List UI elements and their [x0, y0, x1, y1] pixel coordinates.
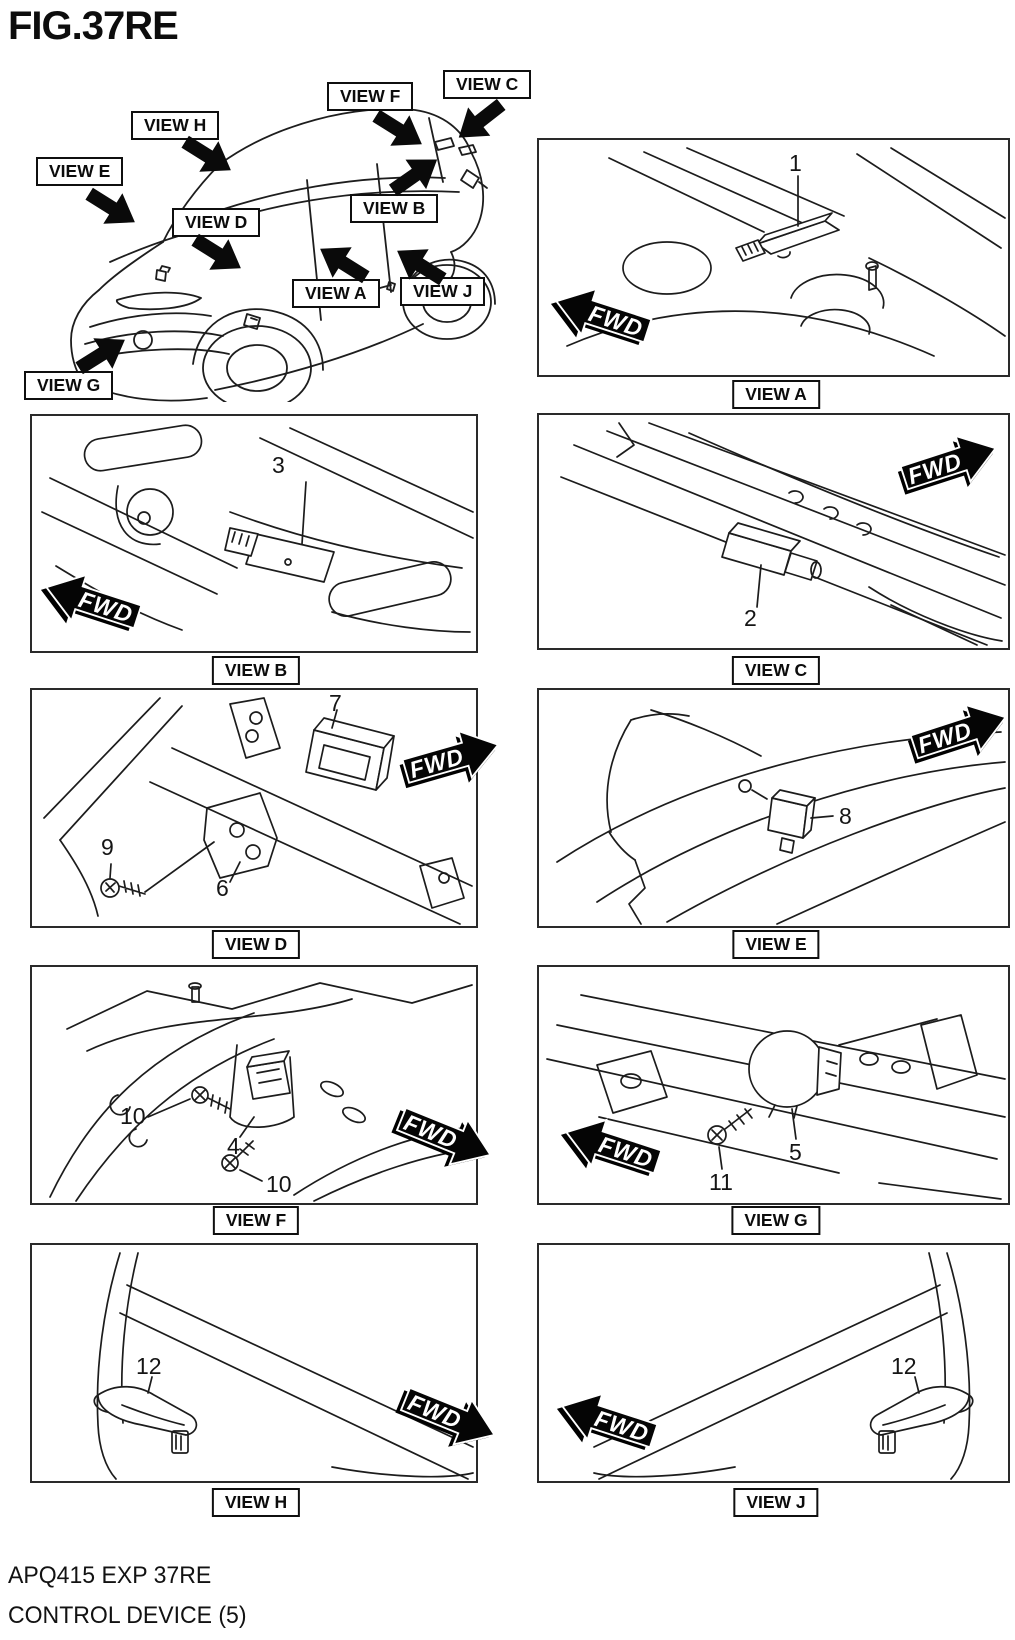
sensor-part-1 — [735, 175, 840, 262]
panel-view-c: 2 FWD — [537, 413, 1010, 650]
overview-label-view-g: VIEW G — [24, 371, 114, 400]
door-handle-part-12 — [869, 1376, 974, 1454]
pointer-arrow-view-a — [320, 247, 370, 284]
part-callout-12: 12 — [891, 1353, 917, 1379]
fwd-arrow: FWD — [554, 1380, 663, 1463]
fwd-arrow: FWD — [906, 691, 1015, 774]
part-callout-11: 11 — [709, 1169, 733, 1195]
pointer-arrow-view-b — [388, 159, 438, 197]
fwd-arrow: FWD — [558, 1106, 667, 1189]
pointer-arrow-view-c — [458, 98, 506, 138]
pointer-arrow-view-h — [181, 135, 231, 172]
panel-sketch-view-j — [593, 1252, 974, 1480]
bolt-part-9 — [100, 841, 215, 898]
bolt-part-11 — [707, 1108, 753, 1170]
fwd-arrow: FWD — [548, 275, 657, 358]
part-callout-9: 9 — [101, 834, 114, 860]
quarter-inner-lines — [49, 982, 473, 1202]
panel-view-j: 12 FWD — [537, 1243, 1010, 1483]
figure-title: FIG.37RE — [8, 4, 179, 48]
door-handle-part-12 — [93, 1376, 198, 1454]
module-part-4 — [229, 1044, 295, 1138]
pointer-arrow-view-d — [191, 233, 241, 270]
part-callout-7: 7 — [329, 690, 342, 716]
overview-label-view-b: VIEW B — [350, 194, 439, 223]
overview-label-view-a: VIEW A — [292, 279, 380, 308]
panel-sketch-view-h — [93, 1252, 474, 1480]
footer-figure-description: CONTROL DEVICE (5) — [8, 1602, 247, 1629]
panel-view-d: 7 9 6 FWD — [30, 688, 500, 928]
part-callout-5: 5 — [789, 1139, 802, 1165]
dash-frame-lines — [43, 697, 473, 925]
pointer-arrow-view-e — [85, 187, 135, 224]
panel-view-e: 8 FWD — [537, 688, 1010, 928]
panel-view-h: 12 FWD — [30, 1243, 497, 1483]
fwd-arrow: FWD — [391, 1093, 501, 1181]
pointer-arrow-view-f — [372, 109, 422, 146]
panel-sketch-view-e — [556, 709, 1006, 925]
panel-view-b: 3 FWD — [30, 414, 478, 653]
panel-sketch-view-a — [566, 147, 1006, 357]
caption-view-g: VIEW G — [731, 1206, 821, 1235]
panel-view-f: 10 4 10 FWD — [30, 965, 493, 1205]
footer-figure-code: APQ415 EXP 37RE — [8, 1562, 212, 1589]
part-callout-10b: 10 — [266, 1171, 292, 1197]
caption-view-a: VIEW A — [732, 380, 820, 409]
fwd-arrow: FWD — [395, 1373, 505, 1461]
panel-sketch-view-d — [43, 697, 473, 925]
bracket-part-6 — [203, 792, 278, 883]
sensor-part-3 — [224, 481, 335, 583]
caption-view-e: VIEW E — [732, 930, 820, 959]
screw-part-10-upper — [147, 1086, 231, 1118]
fwd-arrow: FWD — [38, 561, 147, 644]
panel-view-g: 5 11 FWD — [537, 965, 1010, 1205]
panel-sketch-view-b — [41, 424, 474, 633]
part-callout-1: 1 — [789, 150, 802, 176]
overview-label-view-f: VIEW F — [327, 82, 414, 111]
fwd-arrow: FWD — [398, 718, 506, 798]
overview-label-view-j: VIEW J — [400, 277, 486, 306]
overview-label-view-h: VIEW H — [131, 111, 220, 140]
part-callout-6: 6 — [216, 875, 229, 901]
part-callout-4: 4 — [227, 1133, 240, 1159]
fwd-arrow: FWD — [896, 422, 1005, 505]
relay-part-8 — [767, 789, 834, 854]
module-part-7 — [305, 709, 395, 791]
overview-label-view-e: VIEW E — [36, 157, 124, 186]
caption-view-h: VIEW H — [211, 1488, 301, 1517]
caption-view-j: VIEW J — [733, 1488, 819, 1517]
part-callout-3: 3 — [272, 452, 285, 478]
part-callout-10a: 10 — [120, 1103, 146, 1129]
caption-view-c: VIEW C — [731, 656, 821, 685]
overview-label-view-d: VIEW D — [172, 208, 261, 237]
caption-view-b: VIEW B — [211, 656, 301, 685]
panel-sketch-view-f — [49, 982, 473, 1202]
pointer-arrow-view-j — [397, 249, 447, 286]
part-callout-2: 2 — [744, 605, 757, 631]
panel-view-a: 1 FWD — [537, 138, 1010, 377]
caption-view-d: VIEW D — [211, 930, 301, 959]
screw-part-10-lower — [221, 1140, 263, 1182]
panel-sketch-view-c — [560, 422, 1006, 646]
pointer-arrow-view-g — [75, 338, 125, 375]
part-callout-12: 12 — [136, 1353, 162, 1379]
roof-panel-lines — [41, 424, 474, 633]
overview-label-view-c: VIEW C — [443, 70, 532, 99]
sensor-part-2 — [721, 522, 822, 608]
sensor-part-5 — [748, 1030, 842, 1140]
part-callout-8: 8 — [839, 803, 852, 829]
panel-sketch-view-g — [546, 994, 1006, 1200]
caption-view-f: VIEW F — [212, 1206, 300, 1235]
